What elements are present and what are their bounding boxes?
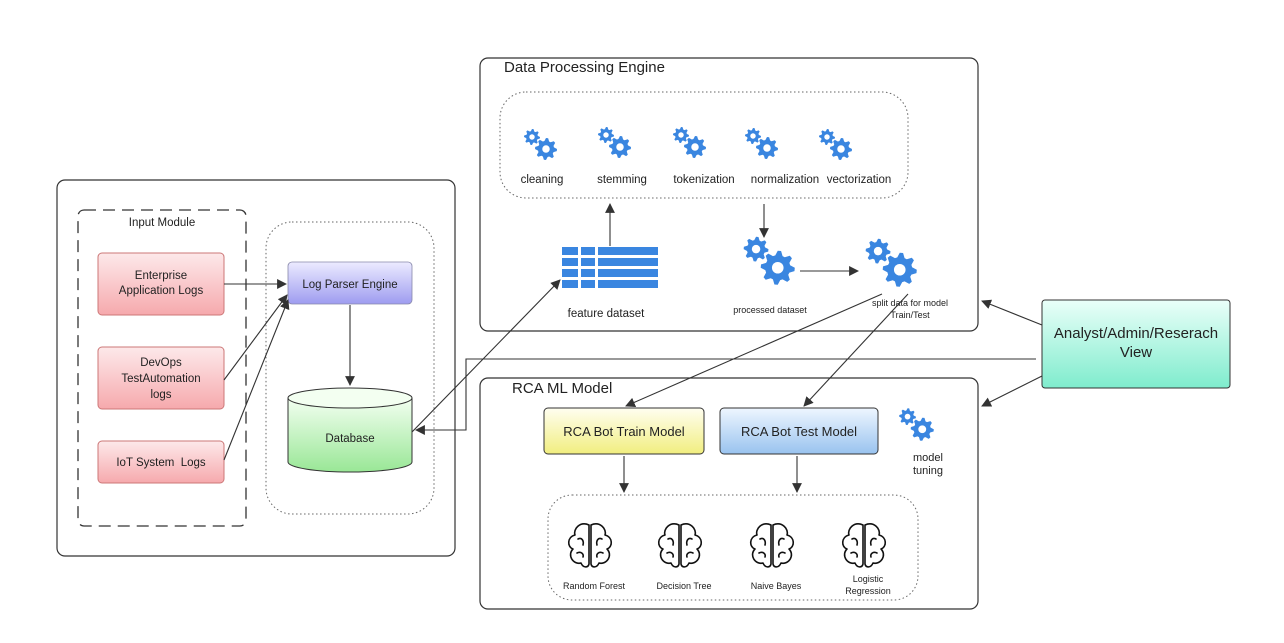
rca-model-container [479,377,979,610]
log-parser-engine[interactable]: Log Parser Engine [287,261,413,305]
algorithm-label: Regression [845,586,891,596]
brain-icon [657,523,703,568]
processed-dataset[interactable]: processed dataset [733,236,807,315]
ingestion-container [56,179,456,557]
step-label: normalization [751,174,819,186]
view-label: Analyst/Admin/Reserach [1054,325,1218,342]
preprocessing-steps-group [499,91,909,199]
table-icon [562,247,658,288]
model-tuning-label: model [913,452,943,464]
feature-dataset[interactable]: feature dataset [562,247,658,320]
split-data-label: Train/Test [890,310,930,320]
gear-icon [524,129,557,160]
arrow-database-to-feature [411,279,561,433]
step-label: tokenization [673,174,734,186]
arrow-split-to-test [803,293,909,407]
arrow-view-to-rca [981,375,1043,407]
log-parser-label: Log Parser Engine [302,279,397,291]
algorithm-naive-bayes[interactable]: Naive Bayes [749,523,802,591]
rca-model-title: RCA ML Model [512,380,612,397]
train-model-label: RCA Bot Train Model [563,424,684,439]
source-label-line: Application Logs [119,285,204,297]
data-processing-container [479,57,979,332]
input-module-box [77,209,247,527]
gear-icon [743,236,795,285]
step-tokenization[interactable]: tokenization [673,127,735,186]
step-normalization[interactable]: normalization [745,128,819,186]
source-label-line: TestAutomation [121,373,200,385]
parser-db-group [265,221,435,515]
source-label-line: DevOps [140,357,182,369]
database-label: Database [325,433,374,445]
gear-icon [673,127,706,158]
arrow-iot-to-parser [223,299,290,461]
algorithm-label: Decision Tree [656,581,711,591]
split-data[interactable]: split data for model Train/Test [865,238,948,320]
rca-train-model[interactable]: RCA Bot Train Model [543,407,705,455]
algorithm-label: Naive Bayes [751,581,802,591]
database-cylinder[interactable]: Database [287,387,413,473]
input-module-title: Input Module [129,217,196,229]
algorithms-group [547,494,919,601]
step-vectorization[interactable]: vectorization [819,129,891,186]
model-tuning[interactable]: model tuning [899,408,943,477]
brain-icon [841,523,887,568]
analyst-admin-view[interactable]: Analyst/Admin/Reserach View [1041,299,1231,389]
arrow-view-to-database [415,358,1036,435]
processed-dataset-label: processed dataset [733,305,807,315]
algorithm-label: Random Forest [563,581,626,591]
connectors [223,203,1043,493]
arrow-devops-to-parser [223,294,288,381]
source-label-line: Enterprise [135,270,187,282]
step-stemming[interactable]: stemming [597,127,647,186]
arrow-view-to-processing [981,299,1043,326]
model-tuning-label: tuning [913,465,943,477]
view-label: View [1120,344,1152,361]
gear-icon [865,238,917,287]
gear-icon [899,408,934,441]
gear-icon [745,128,778,159]
split-data-label: split data for model [872,298,948,308]
source-iot-logs[interactable]: IoT System Logs [97,440,225,484]
brain-icon [567,523,613,568]
source-label-line: logs [150,389,171,401]
step-label: cleaning [521,174,564,186]
feature-dataset-label: feature dataset [568,308,646,320]
algorithm-decision-tree[interactable]: Decision Tree [656,523,712,591]
arrow-split-to-train [625,293,883,407]
brain-icon [749,523,795,568]
source-enterprise-logs[interactable]: Enterprise Application Logs [97,252,225,316]
step-label: vectorization [827,174,892,186]
source-label-line: IoT System Logs [116,457,206,469]
gear-icon [598,127,631,158]
step-label: stemming [597,174,647,186]
source-devops-logs[interactable]: DevOps TestAutomation logs [97,346,225,410]
algorithm-logistic-regression[interactable]: Logistic Regression [841,523,891,596]
step-cleaning[interactable]: cleaning [521,129,564,186]
algorithm-random-forest[interactable]: Random Forest [563,523,626,591]
test-model-label: RCA Bot Test Model [741,424,857,439]
rca-test-model[interactable]: RCA Bot Test Model [719,407,879,455]
data-processing-title: Data Processing Engine [504,59,665,76]
gear-icon [819,129,852,160]
algorithm-label: Logistic [853,574,884,584]
